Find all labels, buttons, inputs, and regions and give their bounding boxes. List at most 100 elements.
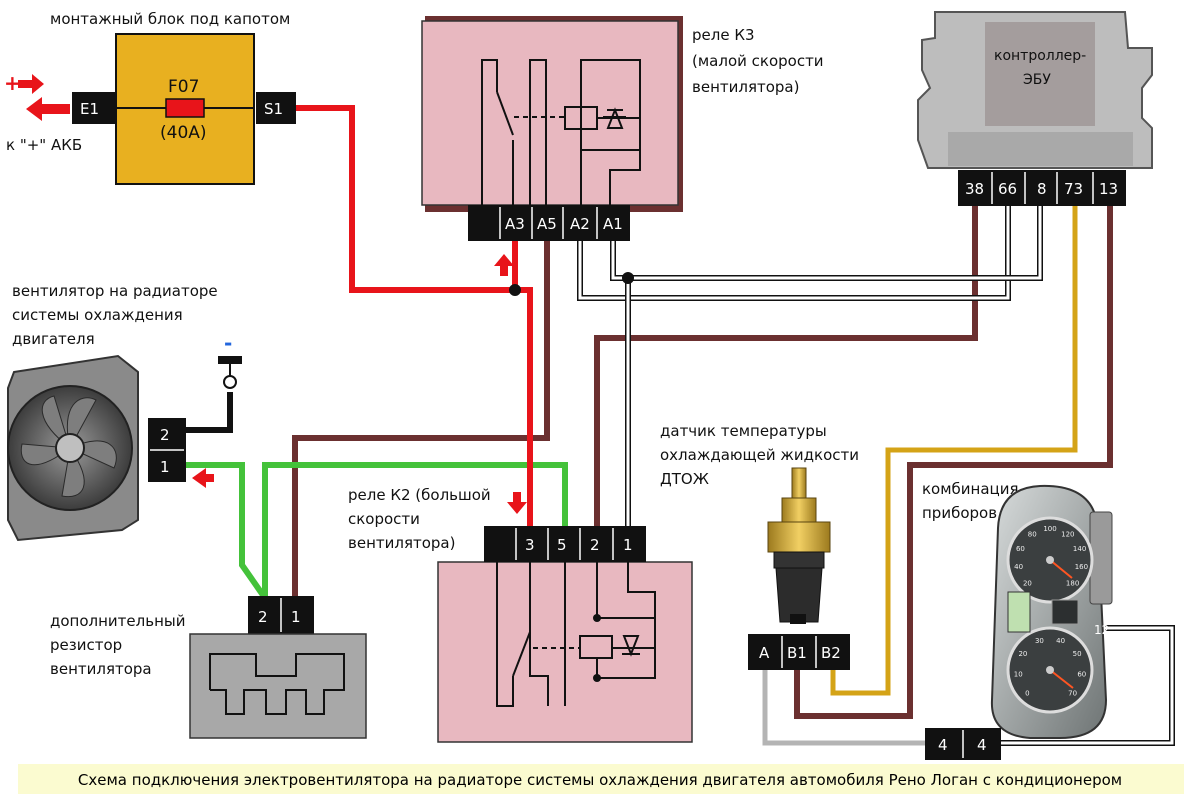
temp-sensor-pin-a: A <box>759 644 770 662</box>
wire-brown-ecu38-k2pin2 <box>594 205 978 528</box>
fuse-block-title: монтажный блок под капотом <box>50 10 290 28</box>
temp-sensor-label-2: охлаждающей жидкости <box>660 446 859 464</box>
wire-red-s1-k3a3 <box>293 105 518 293</box>
wires <box>185 105 1175 746</box>
gauge-tick-label: 10 <box>1014 671 1023 679</box>
resistor-element-icon <box>209 653 345 715</box>
ecu-label-1: контроллер- <box>994 48 1086 64</box>
plus-sign: + <box>4 71 21 95</box>
fan-label-3: двигателя <box>12 330 95 348</box>
gauge-tick-label: 180 <box>1066 580 1079 588</box>
caption: Схема подключения электровентилятора на … <box>78 771 1122 789</box>
ecu-pin-73: 73 <box>1064 180 1083 198</box>
gauge-tick-label: 80 <box>1028 530 1037 538</box>
resistor-pin-2: 2 <box>258 608 268 626</box>
wire-yellow-ecu73-sensorb2 <box>830 205 1078 696</box>
ground-minus-sign: - <box>224 331 232 355</box>
relay-k2-label-2: скорости <box>348 510 420 528</box>
resistor-label-3: вентилятора <box>50 660 152 678</box>
relay-k3-pin-a2: A2 <box>570 215 590 233</box>
coolant-temp-sensor-icon <box>767 467 831 624</box>
arrow-up-icon <box>494 254 514 276</box>
gauge-tick-label: 20 <box>1023 580 1032 588</box>
wire-brown-ecu13-sensorb1 <box>794 205 1113 719</box>
gauge-tick-label: 120 <box>1061 530 1074 538</box>
instrument-cluster-icon <box>990 484 1113 739</box>
temp-sensor-pin-b1: B1 <box>787 644 807 662</box>
resistor: дополнительный резистор вентилятора 2 1 <box>50 596 367 739</box>
caption-bar <box>18 764 1184 794</box>
cluster-label-2: приборов <box>922 504 997 522</box>
relay-k2-pin-5: 5 <box>557 536 567 554</box>
temp-sensor-connector <box>748 634 850 670</box>
battery-label: к "+" АКБ <box>6 136 82 154</box>
arrow-left-icon <box>192 468 214 488</box>
arrow-down-icon <box>507 492 527 514</box>
relay-k2-label-3: вентилятора) <box>348 534 455 552</box>
ecu-connector <box>958 170 1126 206</box>
temp-sensor-label-1: датчик температуры <box>660 422 827 440</box>
relay-k2-pin-2: 2 <box>590 536 600 554</box>
gauge-tick-label: 140 <box>1073 545 1086 553</box>
fan: вентилятор на радиаторе системы охлажден… <box>7 282 242 542</box>
relay-k2-pin-3: 3 <box>525 536 535 554</box>
fuse-icon <box>165 98 205 118</box>
gauge-tick-label: 0 <box>1025 690 1029 698</box>
junction-dot-red <box>509 284 521 296</box>
gauge-tick-label: 100 <box>1043 525 1056 533</box>
gauge-tick-label: 40 <box>1014 563 1023 571</box>
resistor-pin-1: 1 <box>291 608 301 626</box>
fuse-rating: (40A) <box>160 123 207 143</box>
fuse-name: F07 <box>168 77 199 97</box>
arrow-left-icon <box>26 97 70 121</box>
relay-k3-pin-a1: A1 <box>603 215 623 233</box>
fan-pin-2: 2 <box>160 426 170 444</box>
gauge-tick-label: 50 <box>1073 650 1082 658</box>
cluster-pin-12: 12 <box>1094 623 1109 637</box>
fuse-pin-e1 <box>72 92 116 124</box>
wire-bundle-cluster12 <box>968 625 1175 746</box>
fuse-block: монтажный блок под капотом F07 (40A) E1 … <box>4 10 296 185</box>
radiator-fan-icon <box>7 354 139 542</box>
fuse-pin-e1-label: E1 <box>80 100 99 118</box>
wire-black-ground-fan2 <box>185 392 233 433</box>
relay-k3-label-3: вентилятора) <box>692 78 799 96</box>
gauge-tick-label: 160 <box>1075 563 1088 571</box>
relay-k3: A3 A5 A2 A1 реле К3 (малой скорости вент… <box>421 16 824 276</box>
ecu-pin-13: 13 <box>1099 180 1118 198</box>
wire-bundle-k3-ecu <box>577 205 1043 528</box>
relay-k3-pin-a3: A3 <box>505 215 525 233</box>
fan-label-2: системы охлаждения <box>12 306 183 324</box>
wire-gray-sensora-cluster4 <box>762 670 925 746</box>
ecu-label-2: ЭБУ <box>1023 72 1051 88</box>
gauge-tick-label: 70 <box>1068 690 1077 698</box>
resistor-label-1: дополнительный <box>50 612 185 630</box>
relay-k3-pin-a5: A5 <box>537 215 557 233</box>
gauge-tick-label: 60 <box>1016 545 1025 553</box>
relay-k2-connector <box>484 526 646 562</box>
cluster-connector-pin-4a: 4 <box>938 736 948 754</box>
ecu-pin-66: 66 <box>998 180 1017 198</box>
ecu: контроллер- ЭБУ 38 66 8 73 13 <box>917 11 1153 206</box>
relay-k3-body <box>421 20 679 206</box>
gauge-tick-label: 60 <box>1077 671 1086 679</box>
relay-k2-pin-1: 1 <box>623 536 633 554</box>
junction-dot-k3a1 <box>622 272 634 284</box>
relay-k2-label-1: реле К2 (большой <box>348 486 491 504</box>
resistor-body <box>189 633 367 739</box>
relay-k3-label-2: (малой скорости <box>692 52 824 70</box>
relay-k2: реле К2 (большой скорости вентилятора) <box>348 486 693 743</box>
gauge-tick-label: 20 <box>1018 650 1027 658</box>
cluster-label-1: комбинация <box>922 480 1019 498</box>
ecu-label-panel <box>985 22 1095 126</box>
wire-brown-k3a5-resistor1 <box>292 240 550 598</box>
wire-green-k2pin5-resistor2 <box>262 462 568 598</box>
arrow-right-icon <box>18 74 44 94</box>
fan-pin-1: 1 <box>160 458 170 476</box>
fuse-pin-s1 <box>256 92 296 124</box>
ground-icon <box>218 356 242 364</box>
resistor-label-2: резистор <box>50 636 122 654</box>
relay-k3-schematic <box>481 59 641 205</box>
